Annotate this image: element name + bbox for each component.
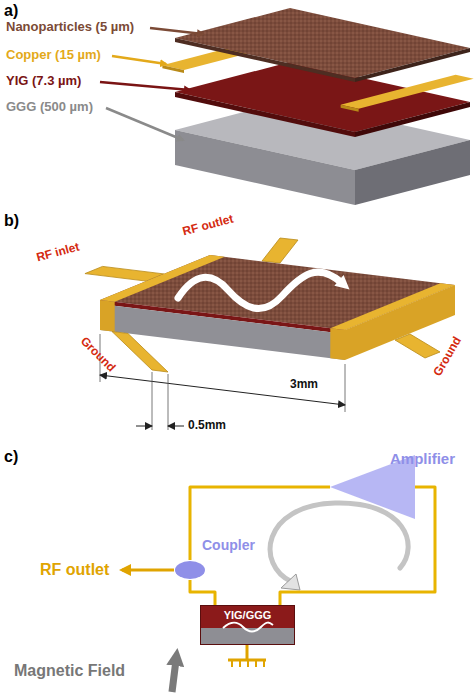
wire <box>190 487 330 560</box>
output-label: RF outlet <box>40 561 109 579</box>
rf-outlet-tab <box>262 238 298 263</box>
ground-tab <box>395 334 440 358</box>
leader-arrow <box>106 108 183 140</box>
nanoparticle-edge <box>175 38 355 82</box>
coupler-symbol-outline <box>174 560 206 580</box>
field-arrow <box>172 660 176 692</box>
dimension-label: 0.5mm <box>188 419 226 432</box>
delay-line <box>270 503 408 582</box>
dimension-line <box>100 375 345 405</box>
panel-label: b) <box>4 212 19 230</box>
panel-label: c) <box>4 448 18 466</box>
output-arrow <box>122 569 174 572</box>
wave-line <box>223 623 273 632</box>
layer-label: GGG (500 µm) <box>6 100 93 114</box>
coupler-ellipse <box>175 561 205 579</box>
port-label: RF outlet <box>181 212 235 238</box>
field-label: Magnetic Field <box>14 662 125 680</box>
dimension-line <box>168 426 184 427</box>
panel-label: a) <box>4 2 18 20</box>
layer-label: Copper (15 µm) <box>6 48 101 62</box>
layer-label: Nanoparticles (5 µm) <box>6 20 134 34</box>
copper-end <box>330 328 345 360</box>
wave-mark <box>201 620 294 634</box>
port-label: RF inlet <box>35 241 81 265</box>
yig-edge <box>175 92 355 137</box>
copper-edge <box>162 65 184 73</box>
leader-arrow <box>112 56 166 64</box>
port-label: Ground <box>431 335 464 379</box>
delay-line-end <box>281 574 300 590</box>
sample-box: YIG/GGG <box>200 605 295 645</box>
ggg-front <box>175 130 355 205</box>
node-label: YIG/GGG <box>201 609 294 621</box>
ground-tab <box>112 332 168 373</box>
dimension-line <box>136 426 152 427</box>
port-label: Ground <box>78 335 118 375</box>
ground-symbol <box>232 660 264 667</box>
leader-arrow <box>150 28 203 34</box>
extension-line <box>168 374 169 430</box>
coupler-symbol: Coupler <box>174 560 206 580</box>
dimension-label: 3mm <box>290 378 318 391</box>
wire <box>190 580 215 605</box>
amplifier-symbol: Amplifier <box>330 455 415 519</box>
ground-wire <box>246 645 249 660</box>
ggg-side <box>355 140 470 205</box>
layer-label: YIG (7.3 µm) <box>6 74 81 88</box>
extension-line <box>152 372 153 430</box>
wave-arrow <box>178 272 342 309</box>
node-label: Amplifier <box>390 451 455 468</box>
node-label: Coupler <box>202 538 255 553</box>
yig-edge <box>355 102 470 137</box>
leader-arrow <box>100 82 190 90</box>
copper-end <box>100 300 115 332</box>
copper-edge <box>341 105 359 112</box>
nanoparticle-edge <box>355 48 470 82</box>
nanoparticle-layer <box>175 8 470 78</box>
copper-end <box>330 283 455 330</box>
